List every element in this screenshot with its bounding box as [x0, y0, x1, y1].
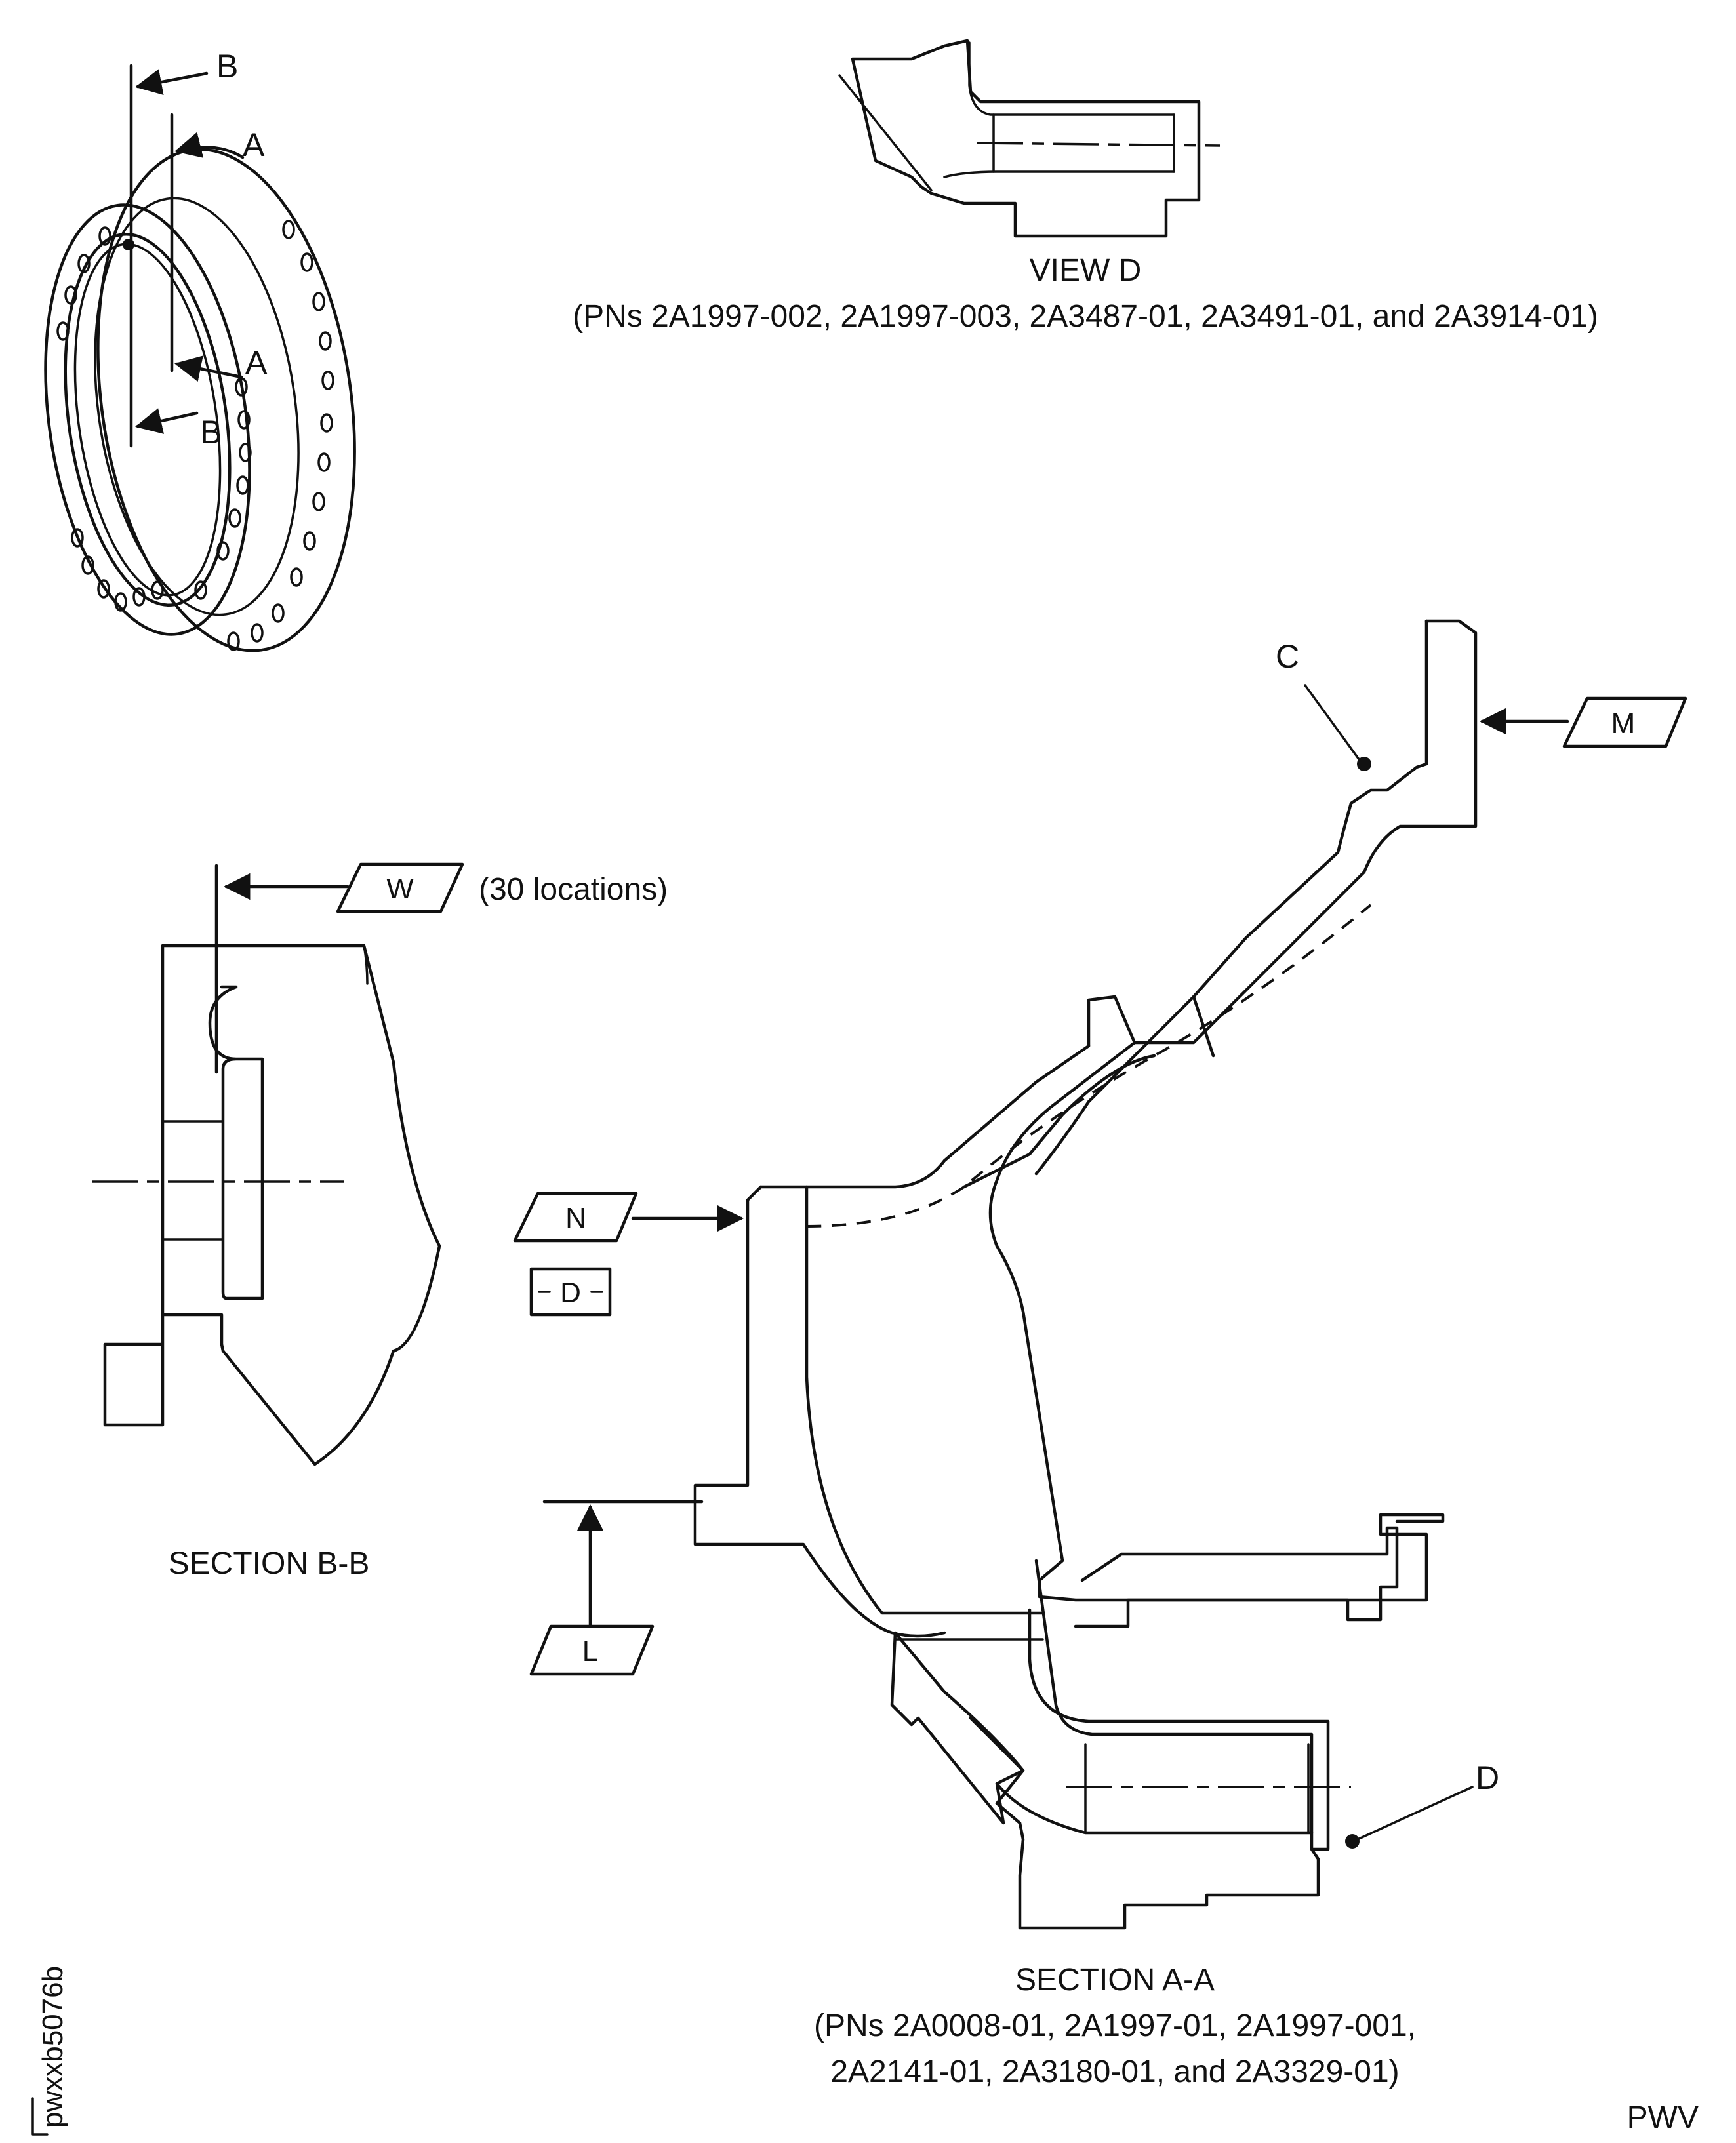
label-d-right: D — [1476, 1759, 1499, 1796]
section-a-a-pns-line2: 2A2141-01, 2A3180-01, and 2A3329-01) — [830, 2054, 1399, 2089]
section-b-b-title: SECTION B-B — [169, 1546, 370, 1581]
corner-tag: PWV — [1627, 2100, 1699, 2135]
w-locations-note: (30 locations) — [479, 872, 668, 907]
view-d-part-numbers: (PNs 2A1997-002, 2A1997-003, 2A3487-01, … — [573, 299, 1598, 334]
datum-l-label: L — [582, 1635, 598, 1668]
isometric-ring-view: B A A B — [44, 48, 356, 652]
bolt-holes — [56, 220, 334, 651]
section-b-b — [92, 864, 441, 1466]
view-d-title: VIEW D — [1030, 253, 1142, 288]
datum-n-frame: N — [513, 1192, 638, 1243]
datum-d-box: D — [529, 1267, 612, 1317]
view-d — [838, 39, 1221, 238]
figure-id: pwxxb5076b — [37, 1966, 69, 2128]
section-a-a-title: SECTION A-A — [1015, 1963, 1215, 1997]
label-a-top: A — [243, 127, 265, 163]
datum-m-frame: M — [1562, 696, 1687, 748]
datum-w-label: W — [386, 873, 414, 905]
label-b-mid: B — [200, 414, 222, 451]
datum-w-frame: W — [336, 862, 464, 913]
section-a-a-pns-line1: (PNs 2A0008-01, 2A1997-01, 2A1997-001, — [814, 2009, 1416, 2043]
label-b-top: B — [216, 48, 238, 85]
label-c: C — [1276, 638, 1299, 675]
datum-n-label: N — [565, 1202, 586, 1234]
datum-d-label: D — [560, 1277, 581, 1309]
label-a-mid: A — [245, 344, 268, 381]
datum-l-frame: L — [529, 1624, 655, 1676]
datum-m-label: M — [1611, 708, 1636, 740]
section-a-a — [693, 619, 1478, 1930]
